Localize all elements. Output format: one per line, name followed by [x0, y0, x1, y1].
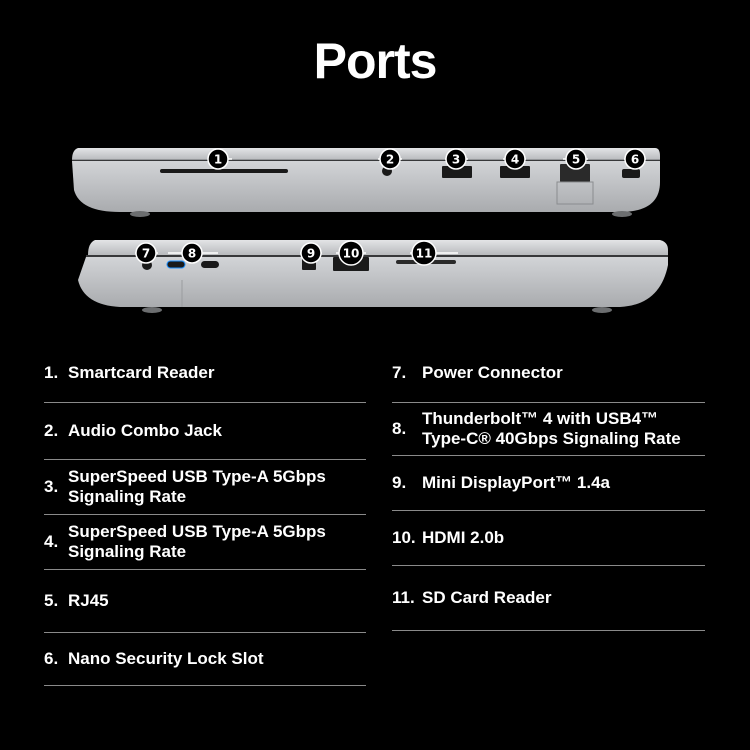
callout-number-1: 1 [214, 153, 222, 167]
divider [44, 459, 366, 460]
callout-badge-11 [411, 240, 437, 266]
callout-badge-5 [565, 148, 587, 170]
list-item: 10. HDMI 2.0b [392, 511, 705, 565]
lock-slot [622, 169, 640, 178]
item-number: 1. [44, 363, 59, 382]
item-number: 5. [44, 591, 59, 610]
divider [44, 402, 366, 403]
thunderbolt-port-1 [166, 260, 186, 269]
divider [392, 402, 705, 403]
page-title: Ports [313, 33, 438, 89]
callout-number-3: 3 [452, 153, 460, 167]
item-number: 2. [44, 421, 59, 440]
usb-a-port-2 [500, 166, 530, 178]
ports-list-right: 7. Power Connector 8. Thunderbolt™ 4 wit… [392, 350, 705, 631]
list-item: 3. SuperSpeed USB Type-A 5Gbps Signaling… [44, 460, 366, 514]
callout-number-8: 8 [188, 247, 196, 261]
laptop-illustrations: 1 2 3 4 5 6 7 8 [72, 148, 668, 313]
item-number: 8. [392, 419, 407, 438]
list-item: 4. SuperSpeed USB Type-A 5Gbps Signaling… [44, 515, 366, 569]
item-label: Audio Combo Jack [68, 421, 222, 440]
callout-number-11: 11 [416, 247, 433, 261]
item-number: 6. [44, 649, 59, 668]
callout-number-6: 6 [631, 153, 639, 167]
item-label: Power Connector [422, 363, 563, 382]
list-item: 1. Smartcard Reader [44, 350, 366, 396]
item-label: SD Card Reader [422, 588, 552, 607]
item-number: 7. [392, 363, 407, 382]
callout-number-5: 5 [572, 153, 580, 167]
item-number: 9. [392, 473, 407, 492]
callout-badge-4 [504, 148, 526, 170]
item-label: Thunderbolt™ 4 with USB4™ Type-C® 40Gbps… [422, 409, 681, 448]
callout-number-7: 7 [142, 247, 150, 261]
divider [44, 685, 366, 686]
item-label: Smartcard Reader [68, 363, 215, 382]
divider [392, 630, 705, 631]
list-item: 7. Power Connector [392, 350, 705, 396]
callout-badge-10 [338, 240, 364, 266]
item-label: SuperSpeed USB Type-A 5Gbps Signaling Ra… [68, 467, 326, 506]
divider [44, 569, 366, 570]
list-item: 9. Mini DisplayPort™ 1.4a [392, 456, 705, 510]
item-number: 10. [392, 528, 416, 547]
callout-badge-6 [624, 148, 646, 170]
callout-badge-9 [300, 242, 322, 264]
callout-number-9: 9 [307, 247, 315, 261]
callout-badge-2 [379, 148, 401, 170]
laptop-left-side [78, 240, 668, 313]
list-item: 5. RJ45 [44, 570, 366, 632]
list-item: 2. Audio Combo Jack [44, 403, 366, 459]
callout-number-2: 2 [386, 153, 394, 167]
list-item: 8. Thunderbolt™ 4 with USB4™ Type-C® 40G… [392, 403, 705, 455]
ports-list-left: 1. Smartcard Reader 2. Audio Combo Jack … [44, 350, 366, 686]
list-item: 6. Nano Security Lock Slot [44, 633, 366, 685]
item-number: 3. [44, 477, 59, 496]
callout-badge-3 [445, 148, 467, 170]
item-label: SuperSpeed USB Type-A 5Gbps Signaling Ra… [68, 522, 326, 561]
divider [392, 565, 705, 566]
item-label: Nano Security Lock Slot [68, 649, 264, 668]
rj45-port [560, 164, 590, 182]
divider [44, 632, 366, 633]
item-number: 4. [44, 532, 59, 551]
divider [44, 514, 366, 515]
item-number: 11. [392, 588, 415, 607]
divider [392, 510, 705, 511]
item-label: HDMI 2.0b [422, 528, 505, 547]
item-label: RJ45 [68, 591, 109, 610]
callout-badge-8 [181, 242, 203, 264]
smartcard-slot [160, 169, 288, 173]
usb-a-port-1 [442, 166, 472, 178]
callout-number-4: 4 [511, 153, 519, 167]
thunderbolt-port-2 [201, 261, 219, 268]
callout-badge-7 [135, 242, 157, 264]
divider [392, 455, 705, 456]
list-item: 11. SD Card Reader [392, 566, 705, 630]
callout-number-10: 10 [343, 247, 360, 261]
item-label: Mini DisplayPort™ 1.4a [422, 473, 610, 492]
callout-badge-1 [207, 148, 229, 170]
